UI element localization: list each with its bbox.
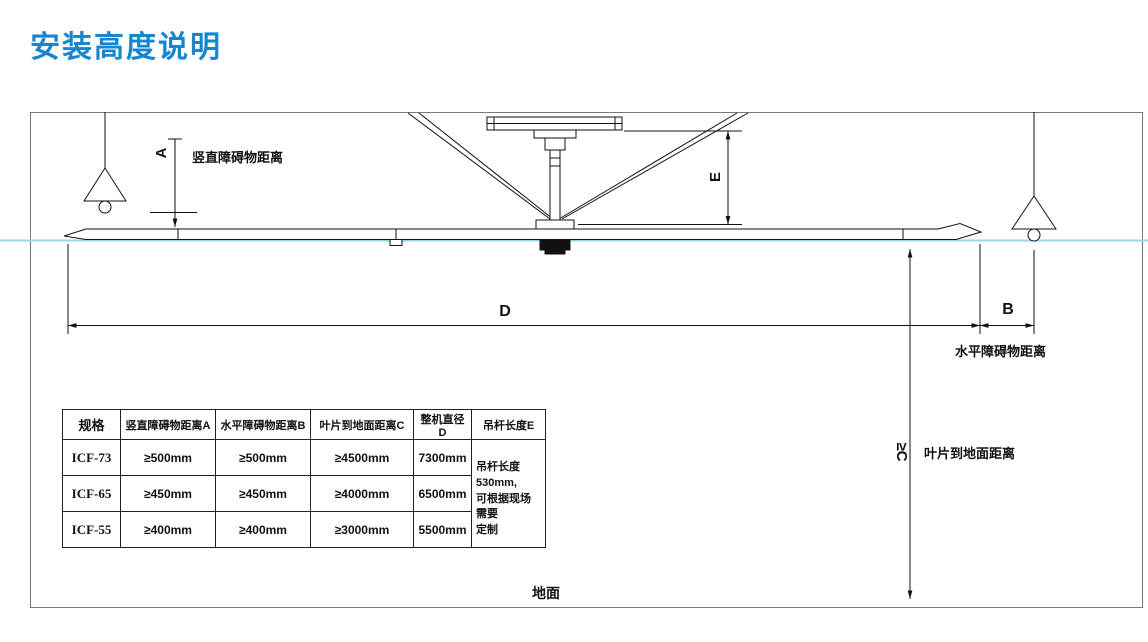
obstacle-lamp-left <box>83 112 127 214</box>
model-cell: ICF-55 <box>62 511 121 548</box>
rod-note-cell: 吊杆长度530mm, 可根据现场需要 定制 <box>471 439 546 548</box>
fan-assembly <box>486 116 623 255</box>
dim-a-label: A <box>153 147 170 158</box>
col-header-horizontal-b: 水平障碍物距离B <box>215 409 311 440</box>
col-header-rod-e: 吊杆长度E <box>471 409 546 440</box>
value-cell-c: ≥4500mm <box>310 439 414 476</box>
col-header-spec: 规格 <box>62 409 121 440</box>
value-cell-c: ≥3000mm <box>310 511 414 548</box>
dim-e-label: E <box>707 172 724 182</box>
value-cell-d: 6500mm <box>413 475 472 512</box>
spec-table: 规格 竖直障碍物距离A 水平障碍物距离B 叶片到地面距离C 整机直径D 吊杆长度… <box>62 409 546 548</box>
value-cell-b: ≥450mm <box>215 475 311 512</box>
page-title: 安装高度说明 <box>30 31 222 64</box>
table-row-icf55: ICF-55 ≥400mm ≥400mm ≥3000mm 5500mm <box>62 511 546 548</box>
table-row-icf73: ICF-73 ≥500mm ≥500mm ≥4500mm 7300mm 吊杆长度… <box>62 439 546 548</box>
model-cell: ICF-65 <box>62 475 121 512</box>
col-header-vertical-a: 竖直障碍物距离A <box>120 409 216 440</box>
value-cell-d: 5500mm <box>413 511 472 548</box>
mount-bracket <box>533 129 577 139</box>
value-cell-a: ≥450mm <box>120 475 216 512</box>
dimension-a <box>150 138 197 227</box>
blade-to-ground-label: 叶片到地面距离 <box>924 446 1015 461</box>
blade-hanger-clip <box>389 239 403 246</box>
support-cable-left-inner <box>418 112 554 220</box>
value-cell-b: ≥400mm <box>215 511 311 548</box>
lamp-right-shade <box>1011 195 1057 230</box>
value-cell-c: ≥4000mm <box>310 475 414 512</box>
dimension-d <box>67 244 981 334</box>
drop-rod <box>549 149 561 223</box>
ground-label: 地面 <box>532 585 560 601</box>
value-cell-b: ≥500mm <box>215 439 311 476</box>
blade-outline <box>63 222 983 240</box>
horizontal-obstacle-label: 水平障碍物距离 <box>955 344 1046 359</box>
vertical-obstacle-label: 竖直障碍物距离 <box>192 150 283 165</box>
value-cell-a: ≥400mm <box>120 511 216 548</box>
table-row-icf65: ICF-65 ≥450mm ≥450mm ≥4000mm 6500mm <box>62 475 546 512</box>
lamp-left-bulb <box>98 200 112 214</box>
col-header-ground-c: 叶片到地面距离C <box>310 409 414 440</box>
motor-cap <box>544 249 566 255</box>
col-header-diameter-d: 整机直径D <box>413 409 472 440</box>
dim-d-label: D <box>499 303 511 320</box>
rod-coupling <box>544 137 566 151</box>
model-cell: ICF-73 <box>62 439 121 476</box>
dim-c-label: ≥C <box>893 442 910 461</box>
support-cable-left-outer <box>407 112 551 220</box>
dimension-e <box>578 130 742 225</box>
spec-table-header-row: 规格 竖直障碍物距离A 水平障碍物距离B 叶片到地面距离C 整机直径D 吊杆长度… <box>62 409 546 440</box>
fan-blades <box>63 222 983 246</box>
obstacle-lamp-right <box>1011 112 1057 242</box>
dim-b-label: B <box>1002 301 1014 318</box>
lamp-right-bulb <box>1027 228 1041 242</box>
value-cell-d: 7300mm <box>413 439 472 476</box>
dimension-b <box>980 250 1035 334</box>
drawing-frame <box>30 112 1143 608</box>
value-cell-a: ≥500mm <box>120 439 216 476</box>
lamp-left-shade <box>83 167 127 202</box>
